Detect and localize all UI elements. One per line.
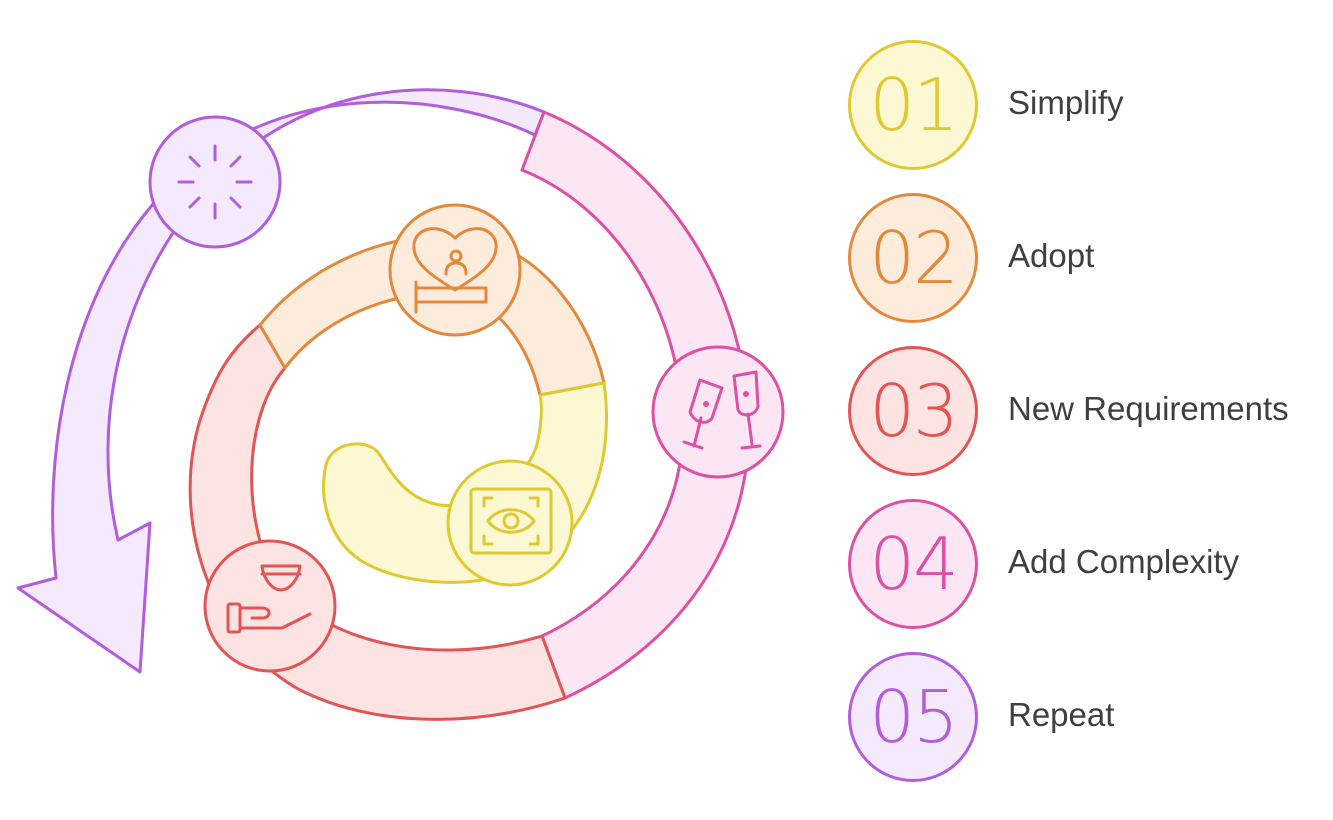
new-requirements-icon-badge — [203, 539, 337, 673]
step-3-label: New Requirements — [1008, 390, 1289, 427]
step-4-number: 04 — [869, 522, 959, 606]
heart-hand-icon — [412, 227, 498, 314]
eye-frame-icon — [469, 487, 553, 555]
step-2-number: 02 — [869, 216, 959, 300]
adopt-icon-badge — [388, 203, 522, 337]
step-3-number-circle: 03 — [848, 346, 978, 476]
add-complexity-icon-badge — [651, 345, 785, 479]
step-5: 05 Repeat — [848, 652, 1328, 786]
bowl-hand-icon — [226, 564, 312, 634]
simplify-icon-badge — [446, 459, 574, 587]
step-1: 01 Simplify — [848, 40, 1328, 174]
step-2: 02 Adopt — [848, 193, 1328, 327]
step-3-number: 03 — [869, 369, 959, 453]
step-2-number-circle: 02 — [848, 193, 978, 323]
step-5-number: 05 — [869, 675, 959, 759]
repeat-arc — [16, 88, 546, 674]
step-4: 04 Add Complexity — [848, 499, 1328, 633]
step-1-label: Simplify — [1008, 84, 1124, 121]
step-5-number-circle: 05 — [848, 652, 978, 782]
step-4-label: Add Complexity — [1008, 543, 1240, 580]
champagne-glasses-icon — [682, 370, 762, 450]
step-1-number: 01 — [869, 63, 959, 147]
cycle-diagram — [16, 88, 785, 721]
repeat-icon-badge — [148, 115, 282, 249]
step-2-label: Adopt — [1008, 237, 1095, 274]
loading-spinner-icon — [177, 144, 253, 220]
step-3: 03 New Requirements — [848, 346, 1328, 480]
step-5-label: Repeat — [1008, 696, 1115, 733]
step-4-number-circle: 04 — [848, 499, 978, 629]
step-1-number-circle: 01 — [848, 40, 978, 170]
add-complexity-arc — [520, 110, 751, 700]
